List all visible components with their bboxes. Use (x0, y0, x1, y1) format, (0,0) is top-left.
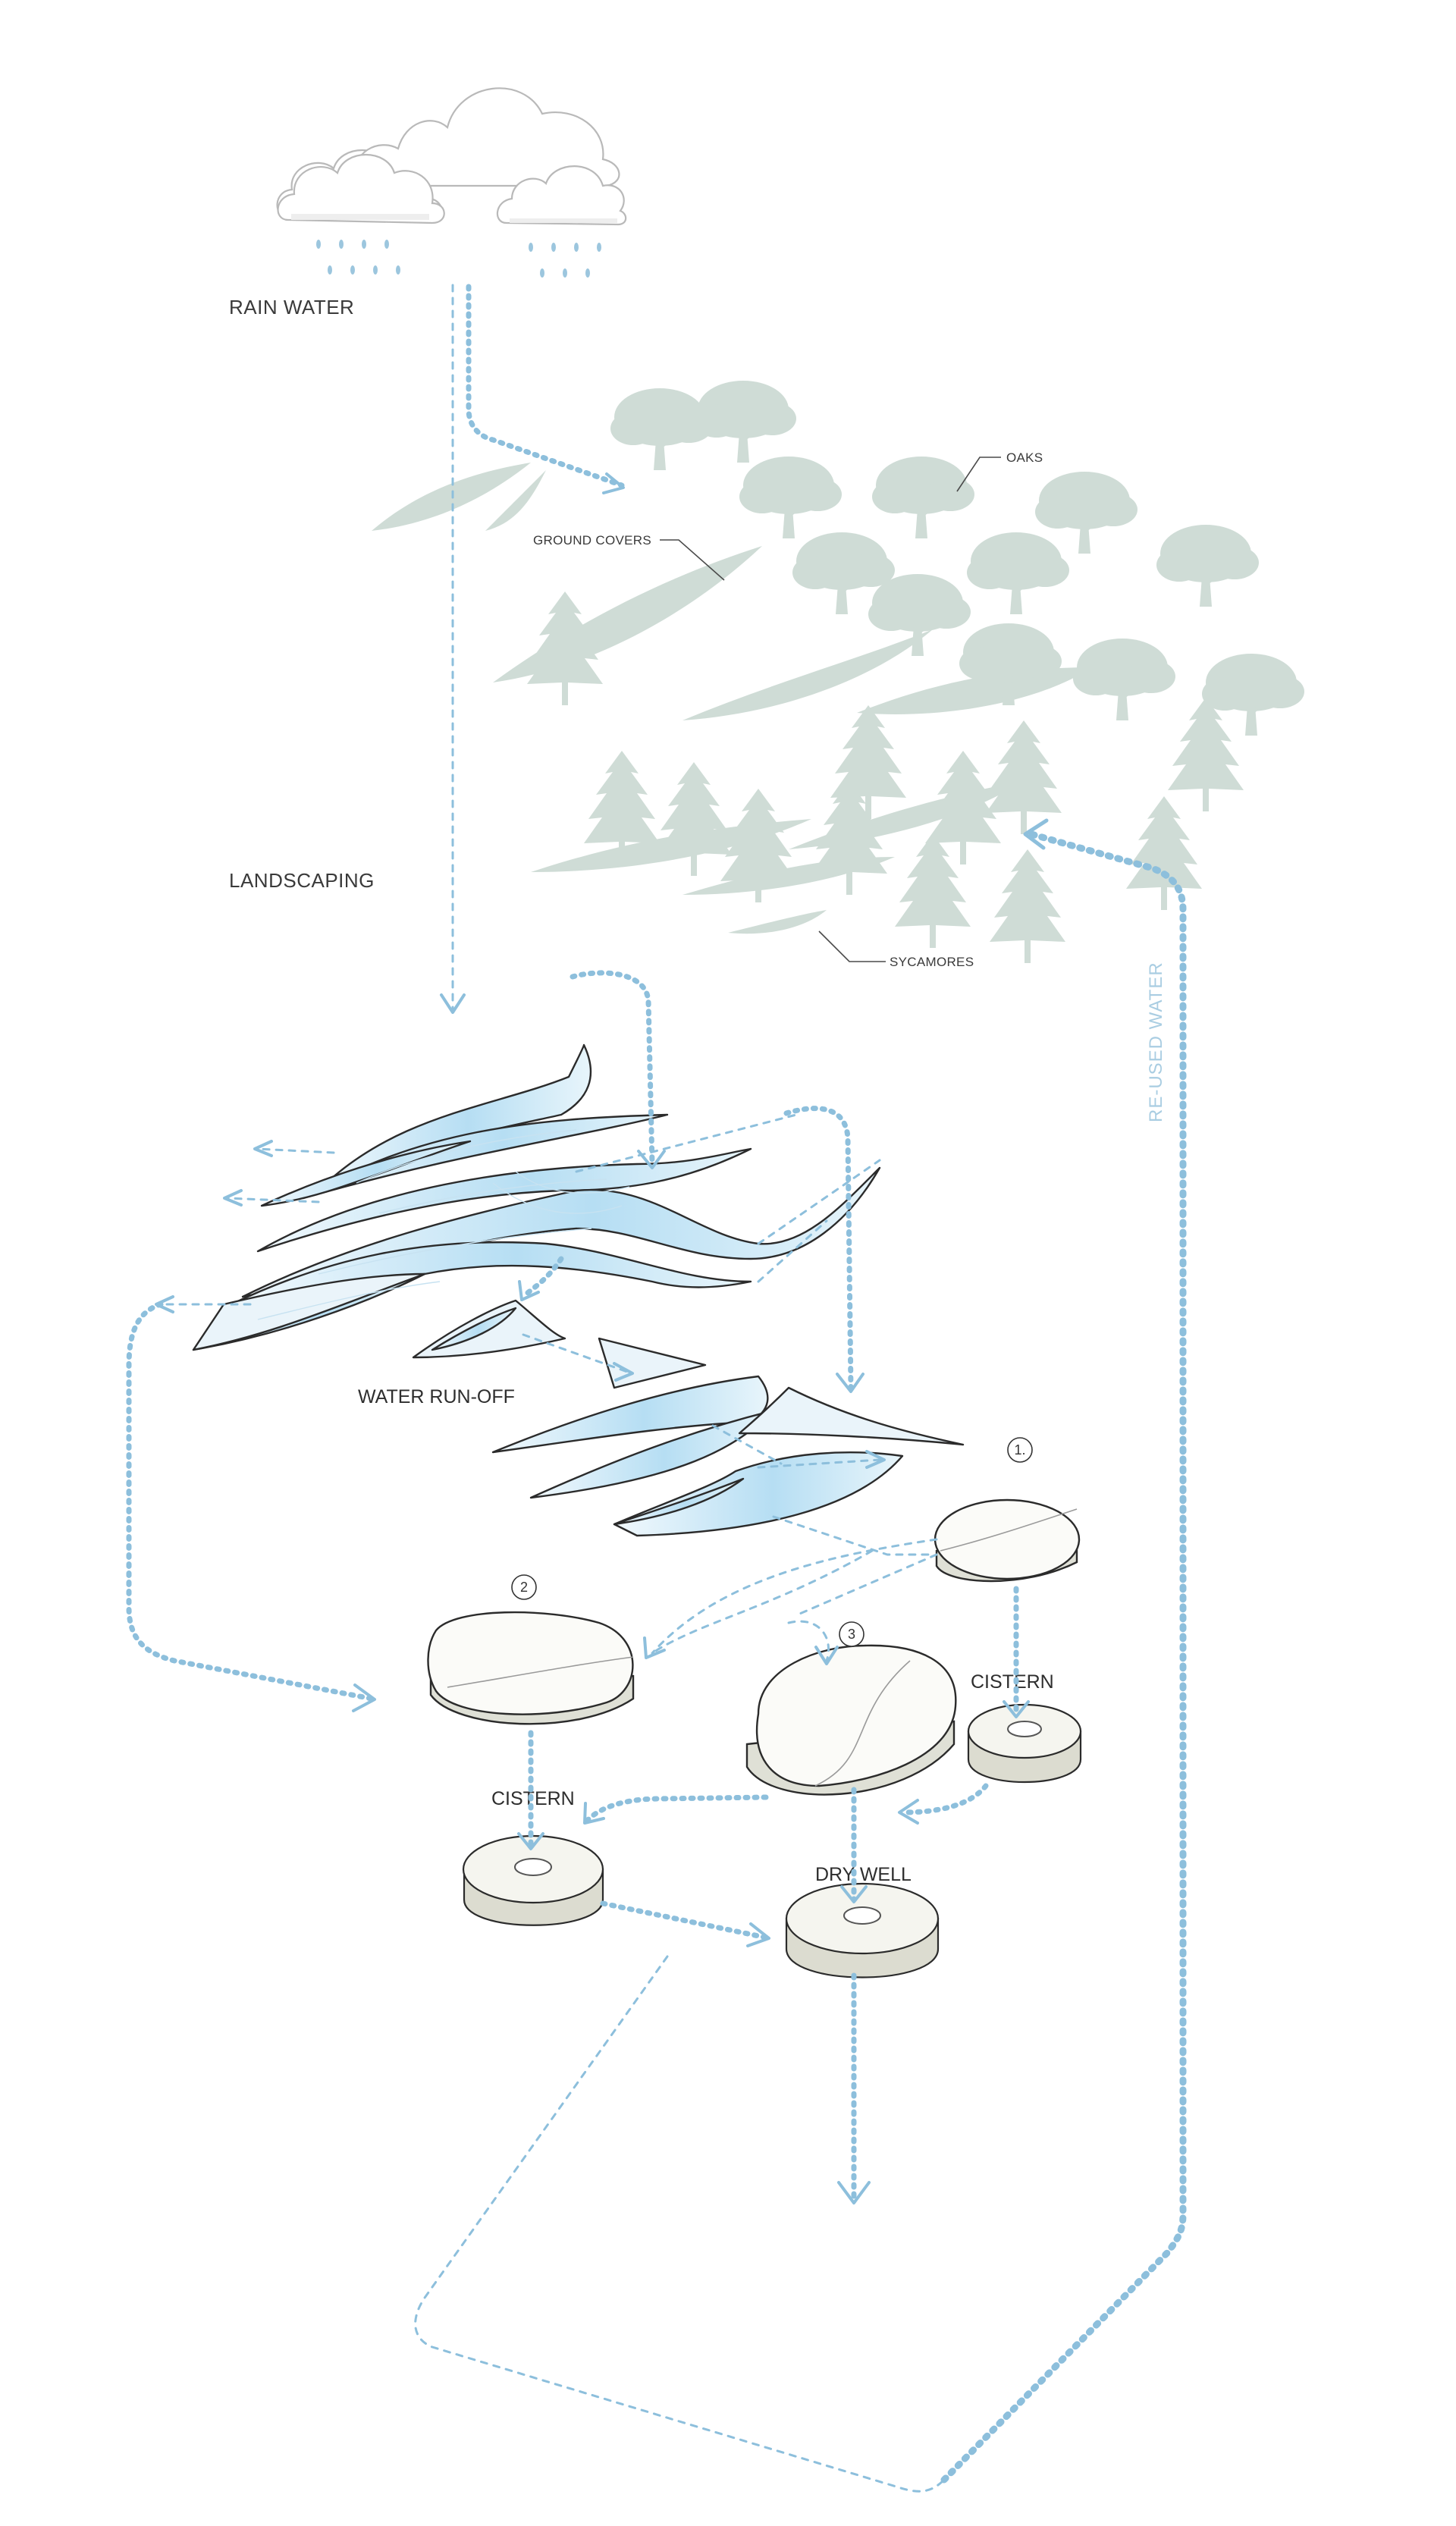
basin-3-number: 3 (848, 1627, 855, 1642)
basin-2: 2 (427, 1574, 635, 1725)
cistern-right-tank: CISTERN (967, 1671, 1082, 1784)
surface-contours (257, 1129, 630, 1320)
landscaping-label: LANDSCAPING (229, 869, 375, 892)
ground-covers-group (372, 463, 1092, 934)
sycamores-label: SYCAMORES (890, 955, 974, 969)
water-runoff-label: WATER RUN-OFF (358, 1386, 515, 1407)
reused-water-label: RE-USED WATER (1146, 962, 1166, 1122)
rain-clouds-icon (276, 87, 627, 226)
basin-1: 1. (934, 1437, 1081, 1583)
runoff-surfaces-group (192, 1043, 965, 1537)
dry-well-label: DRY WELL (815, 1864, 912, 1885)
oaks-label: OAKS (1006, 450, 1043, 465)
rain-flow-arrows (440, 284, 625, 1014)
basin-1-number: 1. (1014, 1442, 1025, 1458)
oaks-callout: OAKS (956, 450, 1043, 492)
ground-covers-label: GROUND COVERS (533, 533, 651, 548)
cistern-left-tank: CISTERN (462, 1788, 604, 1926)
cistern-right-label: CISTERN (971, 1671, 1054, 1693)
sycamores-callout: SYCAMORES (818, 930, 974, 969)
basin-flow-arrows (126, 1301, 1030, 2204)
rain-water-label: RAIN WATER (229, 296, 354, 318)
reused-water-loop: RE-USED WATER (414, 818, 1187, 2493)
runoff-flow-arrows (155, 970, 934, 1556)
basin-2-number: 2 (520, 1580, 528, 1595)
dry-well-tank: DRY WELL (785, 1864, 940, 1978)
ground-covers-callout: GROUND COVERS (533, 533, 725, 581)
basin-3: 3 (745, 1621, 957, 1796)
rain-drops-icon (316, 240, 601, 278)
